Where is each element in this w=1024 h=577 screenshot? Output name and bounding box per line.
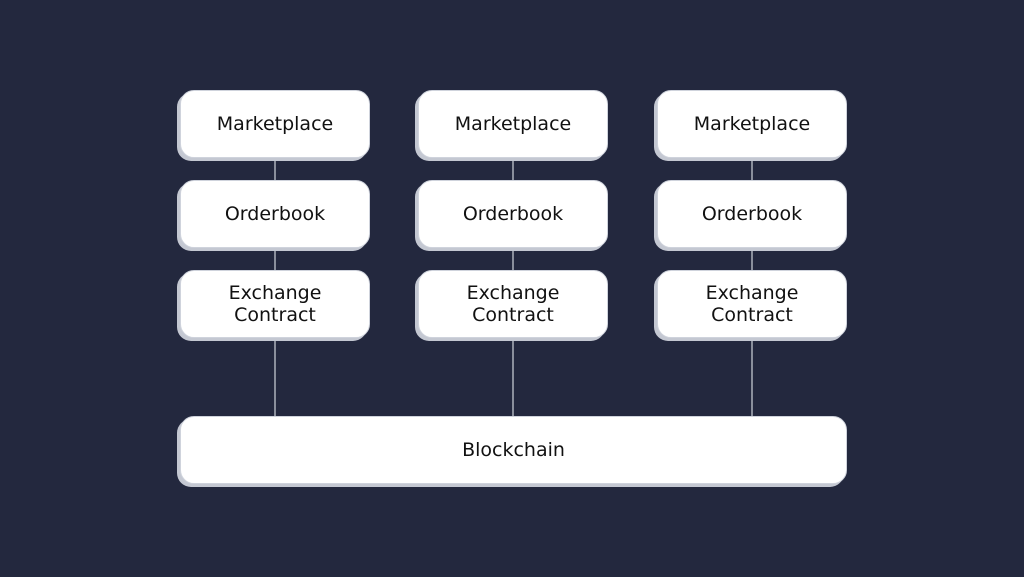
blockchain-label: Blockchain (462, 439, 565, 461)
exchange-contract-box-2: Exchange Contract (418, 270, 608, 338)
connector-col1-marketplace-orderbook (512, 158, 514, 180)
blockchain-box: Blockchain (180, 416, 847, 484)
connector-col2-marketplace-orderbook (751, 158, 753, 180)
marketplace-box-1: Marketplace (180, 90, 370, 158)
marketplace-box-2: Marketplace (418, 90, 608, 158)
exchange-contract-box-1: Exchange Contract (180, 270, 370, 338)
connector-col0-exchange-blockchain (274, 338, 276, 416)
marketplace-box-3: Marketplace (657, 90, 847, 158)
connector-col2-orderbook-exchange (751, 248, 753, 270)
connector-col2-exchange-blockchain (751, 338, 753, 416)
orderbook-box-1: Orderbook (180, 180, 370, 248)
exchange-contract-label-2: Exchange Contract (466, 282, 560, 326)
marketplace-label-3: Marketplace (693, 113, 811, 135)
exchange-contract-label-1: Exchange Contract (228, 282, 322, 326)
connector-col1-exchange-blockchain (512, 338, 514, 416)
orderbook-box-2: Orderbook (418, 180, 608, 248)
connector-col0-marketplace-orderbook (274, 158, 276, 180)
connector-col1-orderbook-exchange (512, 248, 514, 270)
exchange-contract-box-3: Exchange Contract (657, 270, 847, 338)
orderbook-box-3: Orderbook (657, 180, 847, 248)
orderbook-label-1: Orderbook (224, 203, 326, 225)
orderbook-label-2: Orderbook (462, 203, 564, 225)
connector-col0-orderbook-exchange (274, 248, 276, 270)
marketplace-label-2: Marketplace (454, 113, 572, 135)
marketplace-label-1: Marketplace (216, 113, 334, 135)
exchange-contract-label-3: Exchange Contract (705, 282, 799, 326)
orderbook-label-3: Orderbook (701, 203, 803, 225)
